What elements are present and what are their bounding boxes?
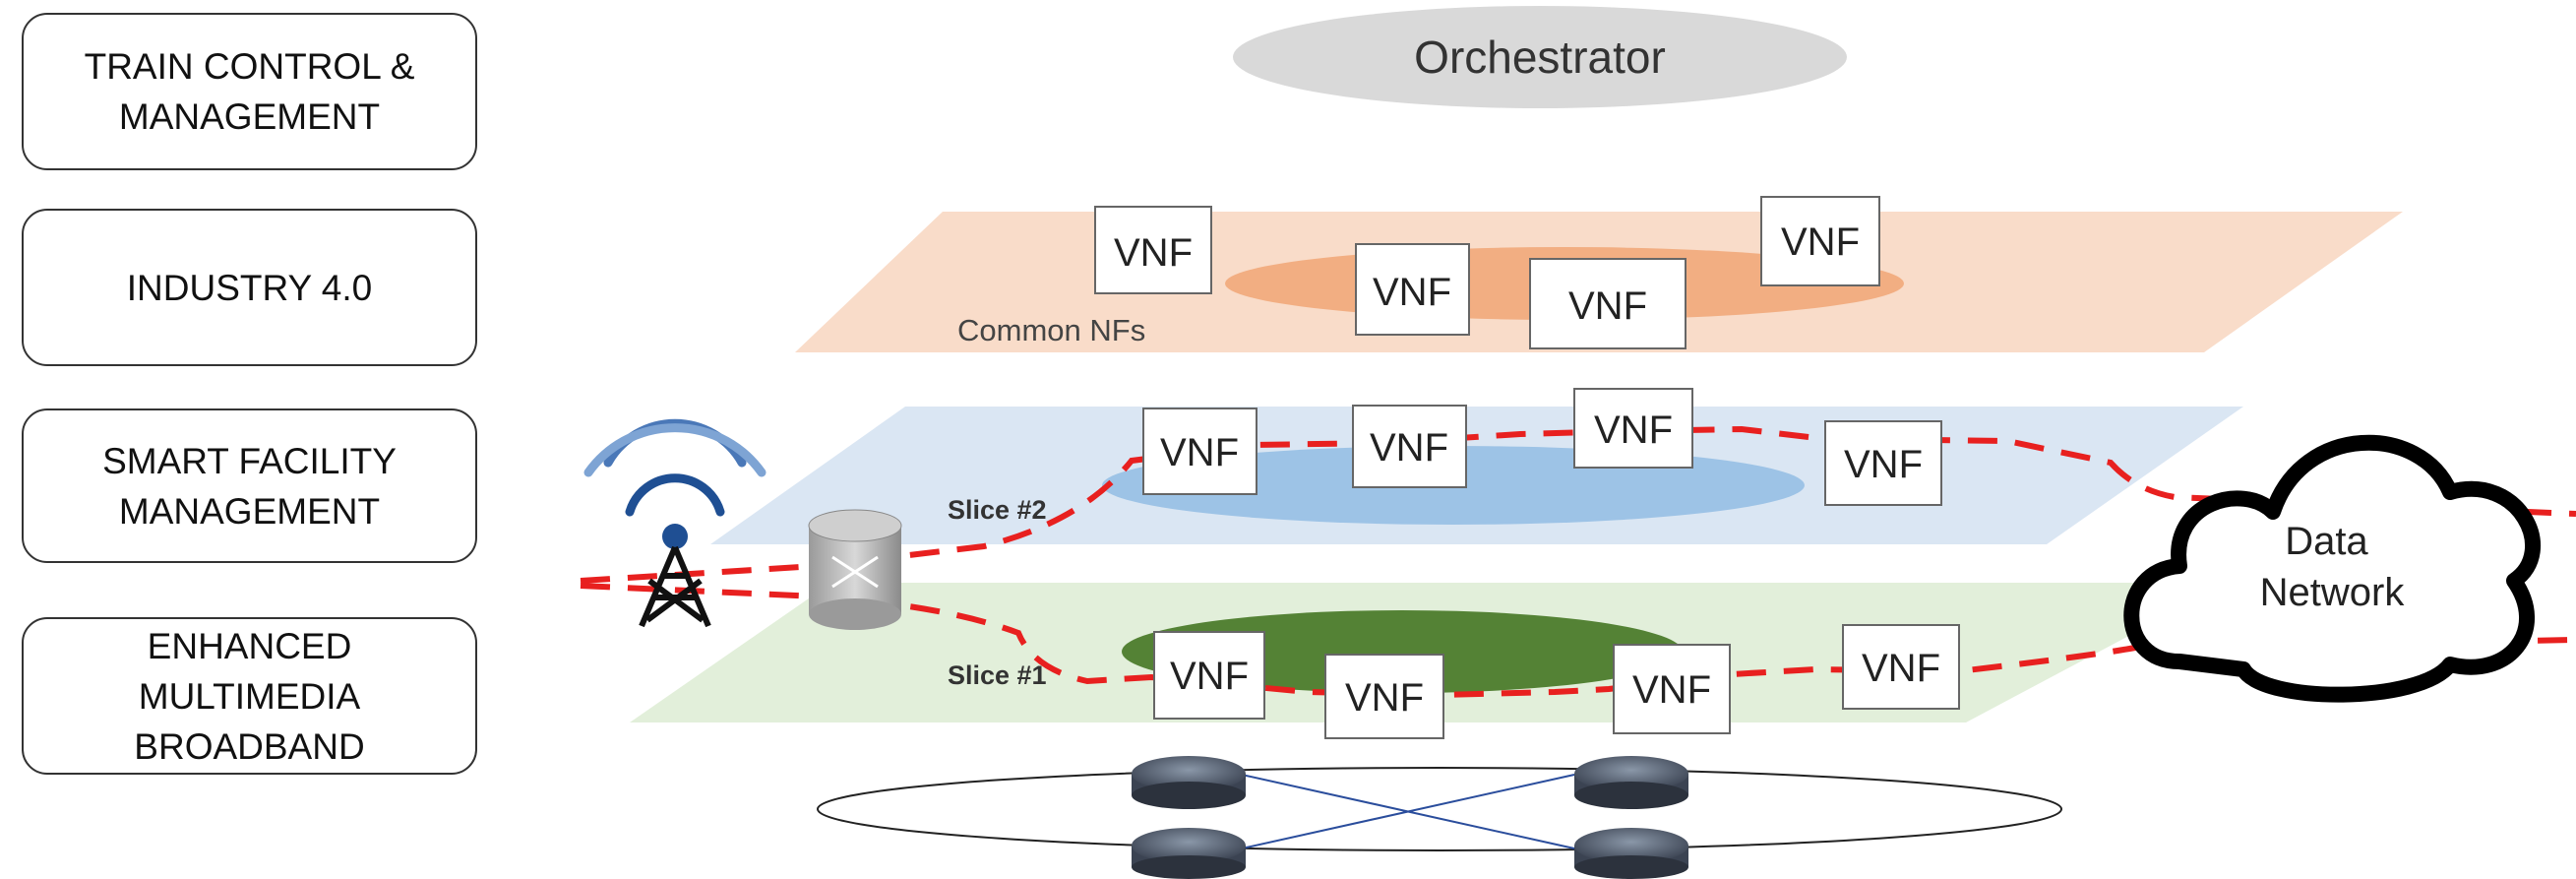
router-icon bbox=[1574, 756, 1688, 809]
use-case-label: ENHANCED MULTIMEDIA BROADBAND bbox=[134, 625, 365, 767]
vnf-box: VNF bbox=[1324, 654, 1444, 739]
use-case-embb: ENHANCED MULTIMEDIA BROADBAND bbox=[22, 617, 477, 775]
vnf-label: VNF bbox=[1370, 426, 1448, 470]
use-case-smart-facility: SMART FACILITY MANAGEMENT bbox=[22, 408, 477, 563]
vnf-label: VNF bbox=[1160, 431, 1239, 474]
vnf-box: VNF bbox=[1573, 388, 1693, 469]
use-case-industry: INDUSTRY 4.0 bbox=[22, 209, 477, 366]
orchestrator-ellipse bbox=[1233, 6, 1847, 108]
router-icon bbox=[1574, 828, 1688, 879]
use-case-train-control: TRAIN CONTROL & MANAGEMENT bbox=[22, 13, 477, 170]
orchestrator-label: Orchestrator bbox=[1414, 31, 1666, 83]
slice1-label: Slice #1 bbox=[948, 660, 1047, 690]
vnf-box: VNF bbox=[1355, 243, 1470, 336]
vnf-label: VNF bbox=[1594, 408, 1673, 452]
vnf-box: VNF bbox=[1142, 408, 1257, 495]
cloud-icon bbox=[2123, 434, 2541, 703]
vnf-box: VNF bbox=[1824, 420, 1942, 506]
vnf-label: VNF bbox=[1114, 231, 1193, 275]
vnf-box: VNF bbox=[1613, 644, 1731, 734]
vnf-box: VNF bbox=[1352, 405, 1467, 488]
vnf-box: VNF bbox=[1842, 624, 1960, 710]
vnf-label: VNF bbox=[1373, 271, 1451, 314]
slice2-path bbox=[580, 425, 2576, 584]
use-case-label: SMART FACILITY MANAGEMENT bbox=[102, 440, 397, 532]
vnf-label: VNF bbox=[1568, 284, 1647, 328]
vnf-box: VNF bbox=[1760, 196, 1880, 286]
switch-icon bbox=[808, 509, 902, 630]
use-case-label: TRAIN CONTROL & MANAGEMENT bbox=[84, 46, 415, 137]
slice2-label: Slice #2 bbox=[948, 495, 1047, 525]
slice-paths bbox=[580, 425, 2576, 699]
cell-tower-icon bbox=[583, 418, 767, 628]
vnf-box: VNF bbox=[1153, 631, 1265, 720]
transport-ring bbox=[817, 767, 2062, 851]
common-nfs-label: Common NFs bbox=[957, 313, 1145, 347]
vnf-label: VNF bbox=[1632, 668, 1711, 712]
slice1-path bbox=[580, 583, 2576, 699]
vnf-label: VNF bbox=[1844, 443, 1923, 486]
router-icon bbox=[1132, 756, 1246, 809]
vnf-label: VNF bbox=[1781, 220, 1860, 264]
vnf-label: VNF bbox=[1345, 676, 1424, 720]
transport-cross-links bbox=[1241, 774, 1575, 849]
vnf-label: VNF bbox=[1170, 655, 1249, 698]
use-case-label: INDUSTRY 4.0 bbox=[126, 267, 373, 308]
router-icon bbox=[1132, 828, 1246, 879]
vnf-box: VNF bbox=[1094, 206, 1212, 294]
vnf-label: VNF bbox=[1862, 647, 1940, 690]
data-network-label: Data Network bbox=[2260, 520, 2406, 614]
vnf-box: VNF bbox=[1529, 258, 1687, 349]
